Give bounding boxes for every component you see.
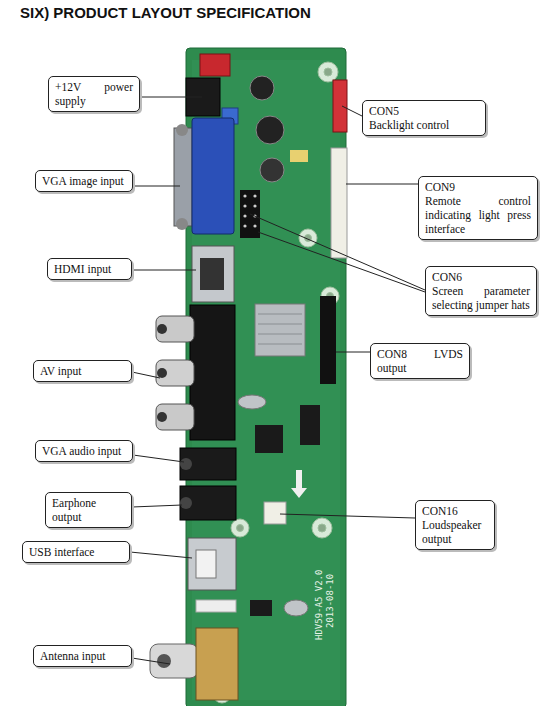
callout-text: VGA audio input xyxy=(42,444,126,458)
callout-text: CON8 LVDS output xyxy=(377,347,463,375)
vga-connector xyxy=(192,118,234,234)
silkscreen-text: 2013-08-10 xyxy=(325,574,335,628)
callout-box: VGA image input xyxy=(35,170,133,192)
usb-port xyxy=(196,550,216,578)
con9-connector xyxy=(331,148,347,258)
hdmi-port xyxy=(200,258,224,290)
callout-box: CON8 LVDS output xyxy=(370,343,470,379)
usb-connector xyxy=(188,538,236,590)
pcb-board xyxy=(186,48,346,706)
jack-hole xyxy=(180,497,192,509)
rca-jacks xyxy=(156,316,194,430)
capacitor xyxy=(250,76,274,100)
lvds-header xyxy=(320,296,336,384)
callout-box: +12V power supply xyxy=(48,76,140,112)
callout-text: Backlight control xyxy=(369,118,479,132)
jumper-pin-tips xyxy=(243,194,256,227)
con5-connector xyxy=(333,80,347,132)
vga-screw xyxy=(176,218,188,230)
connector-name: CON6 xyxy=(432,270,530,284)
page-title: SIX) PRODUCT LAYOUT SPECIFICATION xyxy=(20,4,311,21)
ic-chip xyxy=(255,425,283,453)
connector-name: CON9 xyxy=(425,180,531,194)
ic-chip xyxy=(250,600,272,616)
callout-box: AV input xyxy=(33,360,132,382)
antenna-connector xyxy=(150,644,198,678)
callout-box: HDMI input xyxy=(47,258,132,280)
callout-box: CON9Remote control indicating light pres… xyxy=(418,176,538,240)
silkscreen-text: HDV59-A5 V2.0 xyxy=(314,570,324,640)
component xyxy=(290,150,308,162)
con16-connector xyxy=(264,502,286,524)
jack-hole xyxy=(180,458,192,470)
callout-box: Earphone output xyxy=(45,492,132,528)
callout-box: USB interface xyxy=(22,541,130,563)
callout-box: CON6Screen parameter selecting jumper ha… xyxy=(425,266,537,316)
earphone-jack xyxy=(180,486,236,520)
callout-box: CON16Loudspeaker output xyxy=(415,500,495,550)
connector-name: CON16 xyxy=(422,504,488,518)
callout-text: Antenna input xyxy=(40,649,125,663)
vga-audio-jack xyxy=(180,448,236,480)
callout-text: Earphone output xyxy=(52,496,125,524)
av-block xyxy=(190,305,235,440)
power-connector xyxy=(200,54,230,76)
callout-text: HDMI input xyxy=(54,262,125,276)
tuner-body xyxy=(196,628,238,700)
callout-text: Loudspeaker output xyxy=(422,518,488,546)
connector-name: CON5 xyxy=(369,104,479,118)
callout-box: CON5Backlight control xyxy=(362,100,486,136)
capacitor xyxy=(256,116,284,144)
ic-chip xyxy=(300,405,320,445)
vga-shell xyxy=(174,128,192,226)
callout-text: Remote control indicating light press in… xyxy=(425,194,531,236)
callout-text: VGA image input xyxy=(42,174,126,188)
capacitor xyxy=(260,158,284,182)
callout-text: USB interface xyxy=(29,545,123,559)
leader-lines xyxy=(130,97,425,664)
callout-text: +12V power supply xyxy=(55,80,133,108)
callout-text: Screen parameter selecting jumper hats xyxy=(432,284,530,312)
callout-text: AV input xyxy=(40,364,125,378)
crystal xyxy=(284,600,308,616)
heatsink xyxy=(255,304,305,356)
heatsink-fins xyxy=(258,314,302,344)
callout-box: VGA audio input xyxy=(35,440,133,462)
silkscreen-arrow xyxy=(291,470,307,498)
callout-box: Antenna input xyxy=(33,645,132,667)
hdmi-connector xyxy=(192,246,234,302)
antenna-hole xyxy=(157,654,171,668)
component xyxy=(196,600,236,612)
crystal xyxy=(238,395,266,409)
vga-screw xyxy=(176,124,188,136)
